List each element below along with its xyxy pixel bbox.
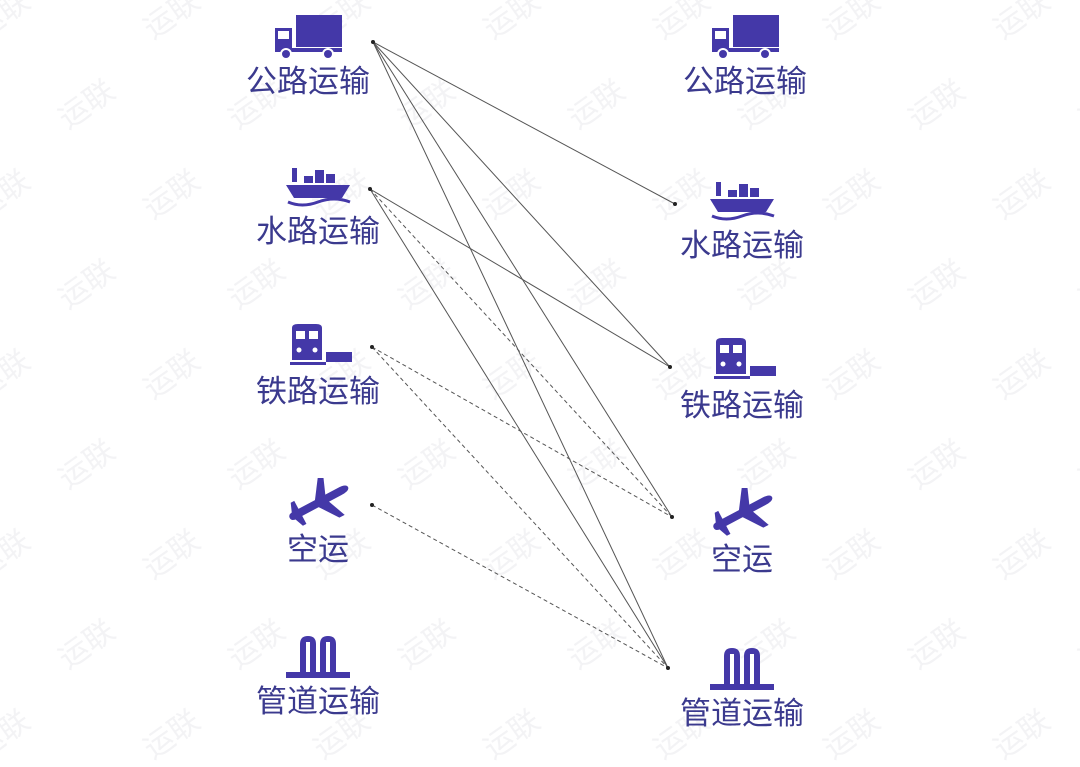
- connector-water-to-pipe: [369, 188, 669, 669]
- left-label-water: 水路运输: [256, 214, 380, 250]
- right-label-water: 水路运输: [680, 228, 804, 264]
- airplane-icon: [289, 478, 349, 526]
- connector-water-to-air: [369, 188, 673, 518]
- right-label-rail: 铁路运输: [680, 388, 804, 424]
- right-label-air: 空运: [711, 542, 773, 578]
- right-node-water: 水路运输: [662, 176, 822, 264]
- pipeline-icon: [710, 648, 774, 690]
- cargo-ship-icon: [286, 168, 351, 207]
- left-label-road: 公路运输: [246, 64, 370, 100]
- left-node-water: 水路运输: [238, 162, 398, 250]
- left-label-pipe: 管道运输: [256, 684, 380, 720]
- connector-rail-to-air: [371, 346, 673, 518]
- left-node-road: 公路运输: [228, 12, 388, 100]
- right-anchor-rail: [668, 365, 672, 369]
- right-node-air: 空运: [662, 488, 822, 578]
- train-icon: [290, 324, 352, 365]
- connector-road-to-water: [372, 41, 676, 205]
- connector-road-to-rail: [372, 41, 671, 368]
- right-node-road: 公路运输: [665, 12, 825, 100]
- left-anchor-rail: [370, 345, 374, 349]
- airplane-icon: [713, 488, 773, 536]
- truck-icon: [712, 15, 779, 60]
- right-anchor-water: [673, 202, 677, 206]
- train-icon: [714, 338, 776, 379]
- right-node-rail: 铁路运输: [662, 336, 822, 424]
- connector-road-to-pipe: [372, 41, 669, 669]
- right-label-road: 公路运输: [683, 64, 807, 100]
- pipeline-icon: [286, 636, 350, 678]
- right-anchor-air: [670, 515, 674, 519]
- connector-air-to-pipe: [371, 504, 669, 669]
- right-label-pipe: 管道运输: [680, 696, 804, 732]
- left-label-air: 空运: [287, 532, 349, 568]
- left-anchor-road: [371, 40, 375, 44]
- left-anchor-water: [368, 187, 372, 191]
- left-node-pipe: 管道运输: [238, 632, 398, 720]
- left-node-rail: 铁路运输: [238, 322, 398, 410]
- cargo-ship-icon: [710, 182, 775, 221]
- left-label-rail: 铁路运输: [256, 374, 380, 410]
- truck-icon: [275, 15, 342, 60]
- right-node-pipe: 管道运输: [662, 644, 822, 732]
- left-anchor-air: [370, 503, 374, 507]
- right-anchor-pipe: [666, 666, 670, 670]
- connector-rail-to-pipe: [371, 346, 669, 669]
- connector-water-to-rail: [369, 188, 671, 368]
- left-node-air: 空运: [238, 478, 398, 568]
